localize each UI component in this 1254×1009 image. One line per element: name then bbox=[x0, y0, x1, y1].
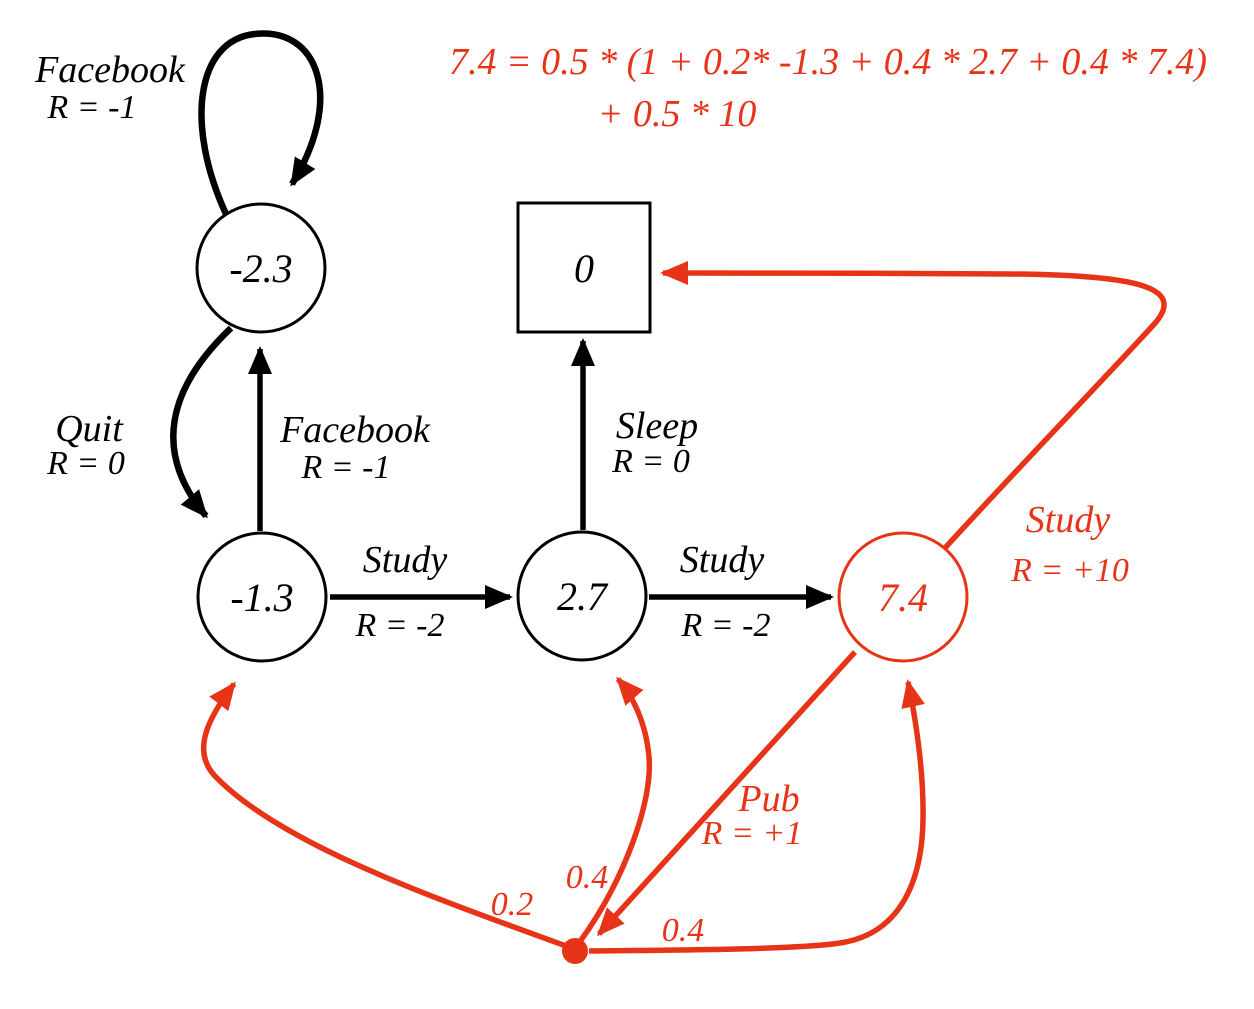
bellman-equation-line2: + 0.5 * 10 bbox=[598, 93, 757, 135]
reward-facebook-loop: R = -1 bbox=[46, 89, 136, 126]
state-terminal-value: 0 bbox=[574, 246, 594, 291]
label-study-final: Study bbox=[1026, 499, 1111, 541]
chance-node-dot bbox=[562, 938, 588, 964]
reward-study1: R = -2 bbox=[354, 607, 444, 644]
prob-to-class1: 0.2 bbox=[491, 886, 534, 923]
reward-study-final: R = +10 bbox=[1010, 552, 1129, 589]
bellman-equation-line1: 7.4 = 0.5 * (1 + 0.2* -1.3 + 0.4 * 2.7 +… bbox=[449, 41, 1207, 83]
label-sleep: Sleep bbox=[616, 405, 698, 447]
edge-pub-arrow bbox=[596, 650, 858, 937]
prob-to-class3: 0.4 bbox=[662, 912, 705, 949]
label-pub: Pub bbox=[737, 778, 799, 820]
state-terminal-square bbox=[516, 201, 652, 334]
prob-to-class2: 0.4 bbox=[566, 859, 609, 896]
edge-prob-04-to-class3 bbox=[588, 679, 926, 954]
label-quit: Quit bbox=[55, 408, 124, 450]
label-study2: Study bbox=[680, 539, 765, 581]
state-class2-value: 2.7 bbox=[557, 574, 609, 619]
state-class3-value: 7.4 bbox=[878, 575, 928, 620]
reward-sleep: R = 0 bbox=[611, 443, 690, 480]
state-facebook-value: -2.3 bbox=[229, 246, 292, 291]
edge-study-final-arrow bbox=[660, 261, 1167, 551]
state-class1-circle bbox=[196, 531, 328, 663]
label-facebook-loop: Facebook bbox=[34, 49, 186, 91]
reward-study2: R = -2 bbox=[680, 607, 770, 644]
label-facebook-down: Facebook bbox=[279, 409, 431, 451]
reward-facebook-down: R = -1 bbox=[300, 449, 390, 486]
state-class2-circle bbox=[516, 530, 648, 662]
edge-prob-04-to-class2 bbox=[576, 676, 653, 945]
state-class3-circle bbox=[837, 531, 969, 663]
reward-quit: R = 0 bbox=[46, 445, 125, 482]
reward-pub: R = +1 bbox=[701, 815, 803, 852]
state-class1-value: -1.3 bbox=[230, 575, 293, 620]
state-facebook-circle bbox=[195, 202, 327, 334]
edge-facebook-self-loop bbox=[198, 30, 324, 216]
label-study1: Study bbox=[363, 539, 448, 581]
edge-prob-02-to-class1 bbox=[200, 681, 567, 949]
edge-quit-arrow bbox=[170, 325, 234, 519]
